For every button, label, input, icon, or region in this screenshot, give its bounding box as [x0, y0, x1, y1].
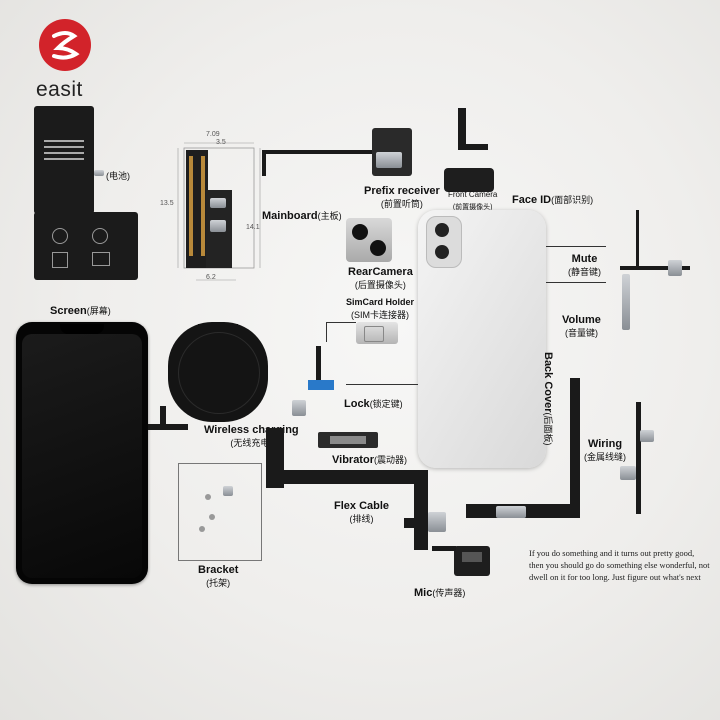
mainboard-dimension-drawing	[176, 140, 262, 290]
battery-part-lower	[34, 212, 138, 280]
wiring-label: Wiring (金属线缝)	[584, 438, 626, 462]
bracket-box	[178, 463, 262, 561]
wireless-charging-part	[168, 322, 268, 422]
mic-label: Mic(传声器)	[414, 587, 466, 599]
dimension-bottom: 6.2	[206, 274, 216, 281]
brand-name: easit	[36, 78, 83, 101]
prefix-receiver-label: Prefix receiver (前置听筒)	[364, 185, 440, 209]
vibrator-label: Vibrator(震动器)	[332, 454, 407, 466]
mainboard-part-2	[206, 190, 232, 268]
mainboard-part	[186, 150, 208, 268]
dimension-left: 13.5	[160, 200, 174, 207]
easit-logo	[38, 18, 92, 72]
screen-part	[16, 322, 148, 584]
front-camera-part	[444, 108, 494, 192]
lock-flex-part	[286, 346, 346, 422]
mute-label: Mute (静音键)	[568, 253, 601, 277]
mute-volume-flex-part	[614, 210, 698, 334]
lock-label: Lock(锁定键)	[344, 398, 403, 410]
vibrator-part	[318, 432, 378, 448]
volume-label: Volume (音量键)	[562, 314, 601, 338]
charging-port-flex-part	[462, 378, 592, 528]
motivational-quote: If you do something and it turns out pre…	[529, 548, 710, 582]
rear-camera-label: RearCamera (后置摄像头)	[348, 266, 413, 290]
simcard-holder-label: SimCard Holder (SIM卡连接器)	[346, 297, 415, 320]
wireless-charging-label: Wireless charging (无线充电)	[204, 424, 299, 448]
dimension-right: 14.1	[246, 224, 260, 231]
wiring-part	[620, 402, 660, 518]
battery-label: (电池)	[106, 171, 130, 181]
mic-part	[454, 546, 490, 576]
face-id-label: Face ID(面部识别)	[512, 194, 594, 206]
dimension-top-inner: 3.5	[216, 139, 226, 146]
mainboard-label: Mainboard(主板)	[262, 210, 342, 222]
simcard-tray-part	[356, 322, 398, 344]
front-camera-label: Front Camera (前置摄像头)	[448, 190, 498, 211]
bracket-label: Bracket (托架)	[198, 564, 239, 588]
prefix-receiver-part	[372, 128, 412, 176]
dimension-top: 7.09	[206, 131, 220, 138]
flex-cable-label: Flex Cable (排线)	[334, 500, 390, 524]
screen-label: Screen(屏幕)	[50, 305, 111, 317]
battery-part	[34, 106, 94, 214]
back-cover-part	[418, 210, 546, 468]
rear-camera-part	[346, 218, 392, 262]
